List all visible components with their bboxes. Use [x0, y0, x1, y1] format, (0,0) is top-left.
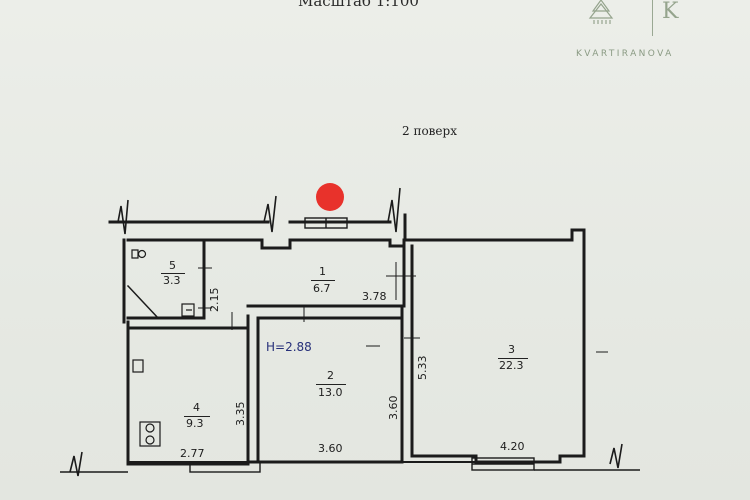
room4-number: 4	[193, 401, 200, 414]
top-inner-wall	[126, 238, 406, 308]
room5-area: 3.3	[163, 274, 181, 287]
room1-area: 6.7	[313, 282, 331, 295]
break-mark-3	[387, 187, 401, 233]
stove-icon	[139, 421, 161, 447]
room5-fraction-line	[161, 273, 185, 274]
room2-fraction-line	[316, 384, 346, 385]
room1-fraction-line	[311, 280, 335, 281]
location-marker	[316, 183, 344, 211]
room2-number: 2	[327, 369, 334, 382]
logo-divider	[652, 0, 653, 36]
room3-number: 3	[508, 343, 515, 356]
break-mark-2	[263, 195, 277, 233]
room2-area: 13.0	[318, 386, 343, 399]
dim-room4-width: 2.77	[180, 447, 205, 460]
dim-room3-width: 4.20	[500, 440, 525, 453]
room5-number: 5	[169, 259, 176, 272]
room3-area: 22.3	[499, 359, 524, 372]
floor-label: 2 поверх	[402, 124, 457, 138]
logo-letter: K	[662, 0, 679, 24]
dim-room3-height: 5.33	[416, 355, 429, 381]
break-mark-5	[609, 443, 623, 469]
break-mark-1	[117, 199, 129, 235]
room3-walls	[402, 228, 586, 464]
room5-walls	[126, 238, 206, 320]
dim-room2-width: 3.60	[318, 442, 343, 455]
dim-room5-height: 2.15	[208, 287, 221, 313]
room4-walls	[126, 326, 250, 466]
left-outer-wall	[122, 238, 130, 466]
shower-icon	[181, 303, 195, 317]
corridor-top-wall	[108, 213, 407, 240]
window-bottom-1	[189, 461, 261, 473]
scale-label: Масштаб 1:100	[298, 0, 419, 10]
dim-room4-height: 3.35	[234, 401, 247, 427]
room1-number: 1	[319, 265, 326, 278]
dim-room1-width: 3.78	[362, 290, 387, 303]
dim-room2-height: 3.60	[387, 395, 400, 421]
room3-fraction-line	[498, 358, 528, 359]
toilet-icon	[131, 249, 147, 259]
room4-fraction-line	[184, 416, 210, 417]
sink-icon	[132, 359, 144, 373]
brand-name: KVARTIRANOVA	[576, 49, 674, 59]
break-mark-4	[69, 451, 83, 477]
room4-area: 9.3	[186, 417, 204, 430]
ceiling-height: Н=2.88	[266, 340, 312, 354]
room5-diagonal	[126, 284, 160, 320]
